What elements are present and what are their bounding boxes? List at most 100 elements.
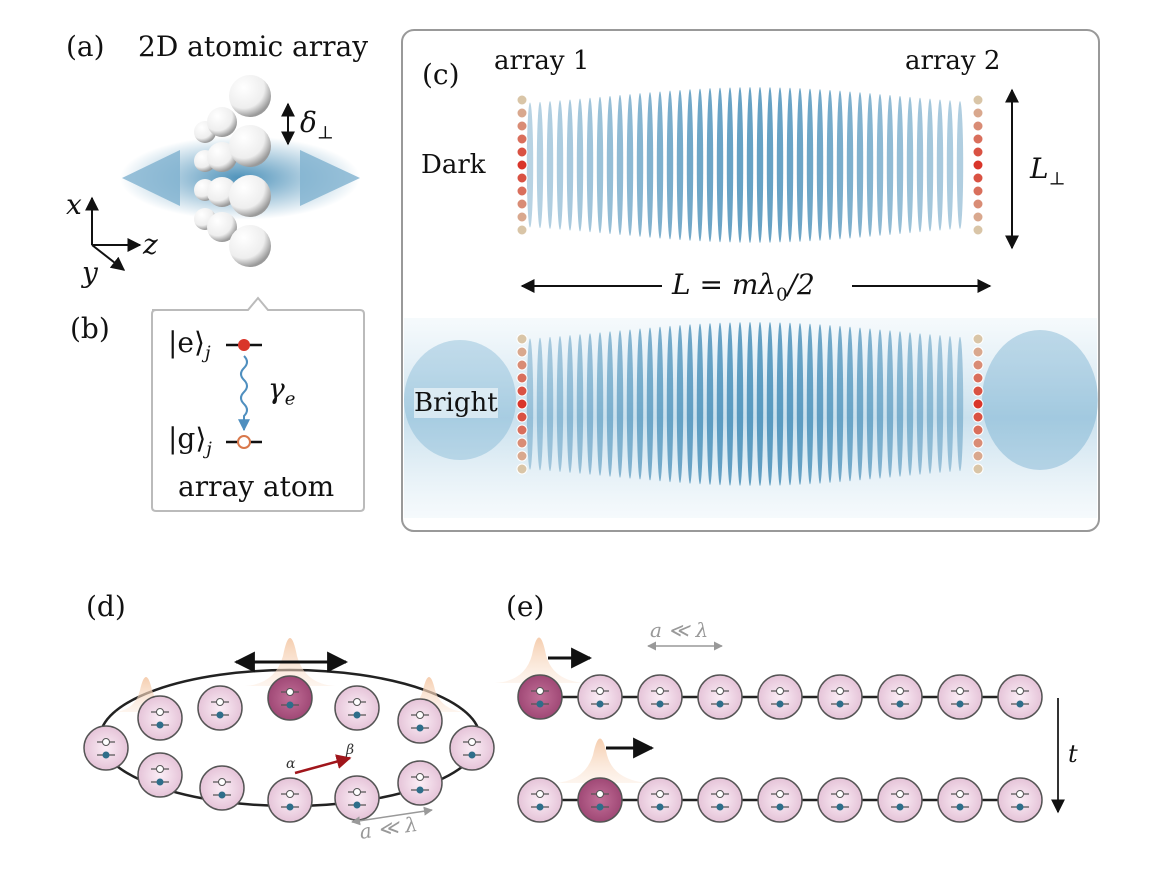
field-fringe [946,100,954,230]
field-fringe [606,95,614,235]
atom [817,674,863,720]
field-fringe [686,324,694,484]
atom-spheres [194,75,271,267]
atom [757,777,803,823]
field-fringe [676,324,684,484]
array-dots [516,94,984,475]
field-fringe [666,90,674,240]
delta-perp-label: δ⊥ [300,106,334,144]
axis-x-label: x [66,188,82,221]
panel-a-illustration [85,75,360,271]
field-fringe [696,323,704,485]
field-fringe [656,91,664,239]
field-fringe [616,330,624,478]
beta-label: β [346,742,355,758]
chain-atoms [517,674,1043,823]
field-fringe [746,87,754,243]
wave-packet-e-top [495,637,585,683]
panel-d-illustration [83,638,495,826]
array-atom-dot [516,450,528,462]
array-atom-dot [516,359,528,371]
field-fringe [556,335,564,473]
array-atom-dot [972,120,984,132]
array-atom-dot [516,211,528,223]
l-perp-label: L⊥ [1030,152,1066,190]
field-fringe [626,329,634,479]
array-atom-dot [516,372,528,384]
beam-right-lobe [300,150,360,206]
array-atom-dot [516,398,528,410]
array-atom-dot [516,133,528,145]
field-fringe [726,322,734,486]
panel-d-tag: (d) [86,590,126,623]
field-fringe [826,324,834,484]
field-fringe [796,88,804,242]
field-fringe [836,90,844,240]
field-fringe [576,98,584,232]
field-fringe [866,328,874,480]
atom [397,760,443,806]
field-fringe [746,322,754,486]
array-atom-dot [516,107,528,119]
field-fringe [586,333,594,475]
array-atom-dot [972,437,984,449]
array-atom-dot [972,463,984,475]
array-atom-dot [516,346,528,358]
field-fringe [916,97,924,233]
alpha-beta-arrow [294,754,352,775]
atom [197,685,243,731]
array-atom-dot [516,146,528,158]
field-fringe [786,87,794,243]
array-atom-dot [972,94,984,106]
atom [877,674,923,720]
field-fringe [636,93,644,237]
field-fringe [596,332,604,476]
excited-atom [577,777,623,823]
field-fringe [876,329,884,479]
field-fringe [816,89,824,241]
field-fringe [756,87,764,243]
field-fringe [776,87,784,243]
field-fringe [596,96,604,234]
field-fringe [926,98,934,232]
field-fringe [756,322,764,486]
field-fringe [806,88,814,242]
field-fringe [846,326,854,482]
array-atom-dot [972,224,984,236]
array-atom-caption: array atom [178,470,335,503]
array-atom-dot [972,146,984,158]
field-fringe [666,325,674,483]
field-fringe [796,323,804,485]
field-fringe [606,331,614,477]
alpha-label: α [286,756,296,772]
array-atom-dot [972,133,984,145]
field-fringe [906,96,914,234]
panel-e-tag: (e) [506,590,545,623]
field-fringe [906,332,914,476]
field-fringe [706,88,714,242]
field-fringe [546,101,554,229]
atom [637,777,683,823]
time-label: t [1068,740,1078,768]
array-atom-dot [516,94,528,106]
excited-atom [517,674,563,720]
atom [517,777,563,823]
field-fringe [806,323,814,485]
field-fringe [856,92,864,238]
field-fringe [926,334,934,474]
atom [937,777,983,823]
array-atom-dot [972,372,984,384]
field-fringe [736,322,744,486]
wave-packet-left [115,677,180,712]
panel-b-box [151,296,365,512]
array-atom-dot [972,333,984,345]
field-fringe [826,89,834,241]
atom [817,777,863,823]
ground-state-label: |g⟩j [168,422,212,460]
cavity-length-label: L = mλ0/2 [672,268,815,306]
field-fringe [656,326,664,482]
atom [577,674,623,720]
field-fringe [646,92,654,238]
beam-left-lobe [122,150,180,206]
field-fringe [936,335,944,473]
